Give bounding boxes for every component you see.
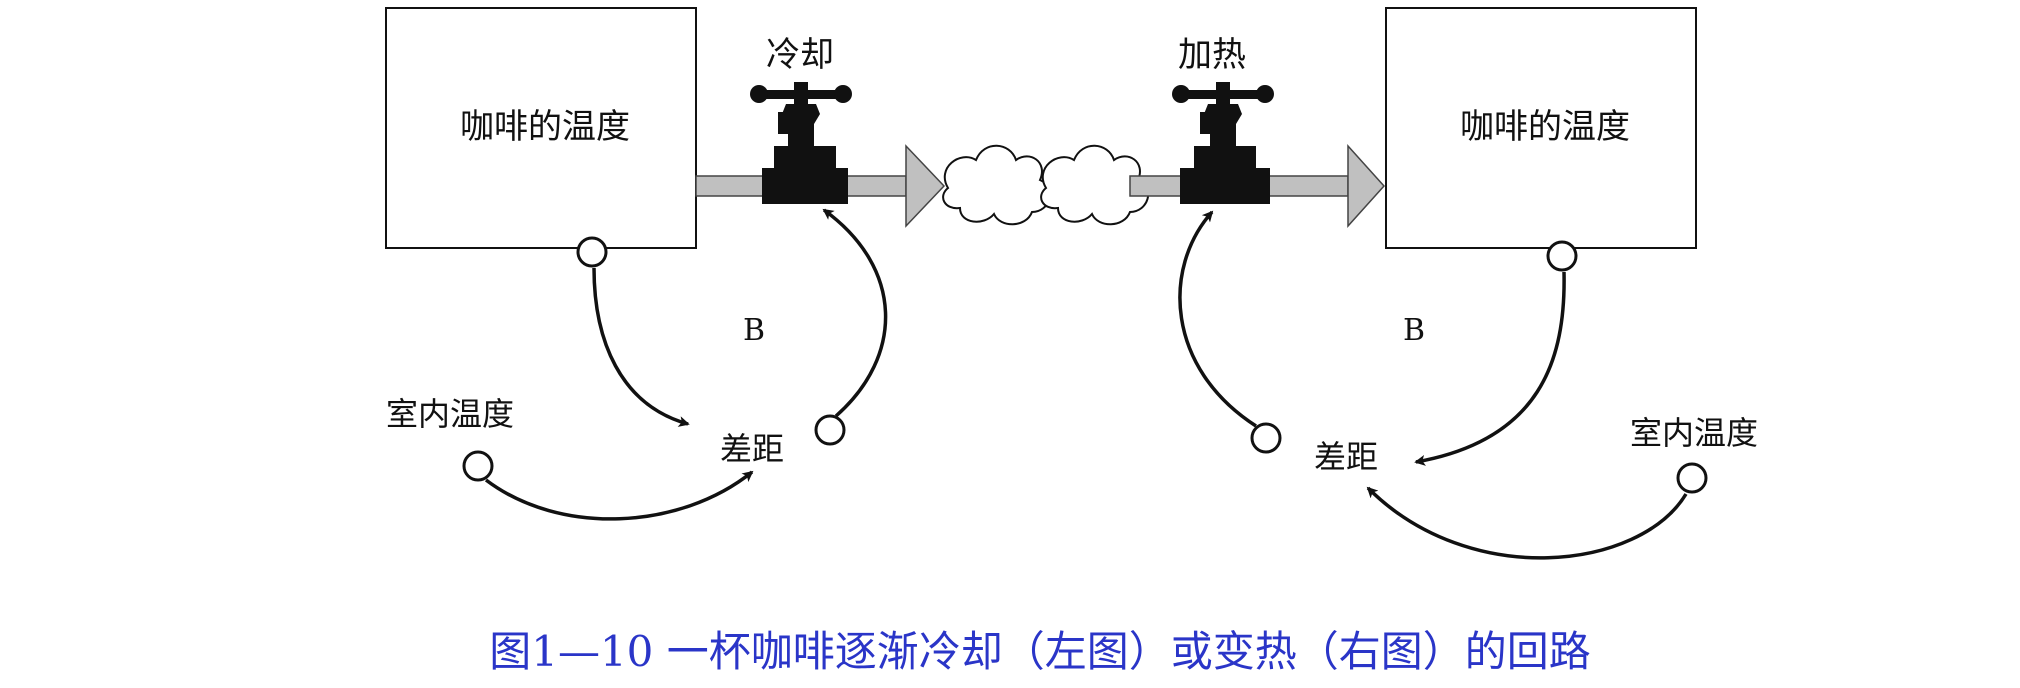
- right-diagram: 加热 咖啡的温度 B 差距 室内温度: [1129, 7, 1758, 560]
- right-room-temp-label: 室内温度: [1630, 414, 1758, 452]
- left-link-room-to-gap: [484, 470, 754, 521]
- sink-cloud-icon: [942, 144, 1052, 226]
- left-valve-icon: [750, 82, 852, 204]
- right-room-temp-converter: [1676, 462, 1708, 494]
- left-stock-converter: [576, 236, 608, 268]
- left-room-temp-converter: [462, 450, 494, 482]
- left-gap-label: 差距: [720, 430, 784, 468]
- left-room-temp-label: 室内温度: [386, 395, 514, 433]
- right-gap-converter: [1250, 422, 1282, 454]
- right-stock-label: 咖啡的温度: [1460, 107, 1630, 147]
- left-link-gap-to-valve: [822, 208, 888, 418]
- right-stock-box: [1385, 7, 1697, 249]
- right-link-room-to-gap: [1366, 486, 1688, 560]
- right-valve-icon: [1172, 82, 1274, 204]
- right-link-gap-to-valve: [1178, 210, 1257, 428]
- left-gap-converter: [814, 414, 846, 446]
- left-link-stock-to-gap: [592, 267, 690, 427]
- right-valve-label: 加热: [1178, 35, 1246, 75]
- right-gap-label: 差距: [1314, 438, 1378, 476]
- left-valve-label: 冷却: [766, 35, 834, 75]
- right-link-stock-to-gap: [1414, 271, 1566, 466]
- right-stock-converter: [1546, 240, 1578, 272]
- left-diagram: 咖啡的温度 冷却 B 室内温度 差距: [385, 7, 946, 521]
- right-loop-label: B: [1403, 313, 1425, 348]
- figure-caption: 图1—10 一杯咖啡逐渐冷却（左图）或变热（右图）的回路: [489, 627, 1591, 676]
- left-stock-box: [385, 7, 697, 249]
- left-stock-label: 咖啡的温度: [460, 107, 630, 147]
- left-loop-label: B: [743, 313, 765, 348]
